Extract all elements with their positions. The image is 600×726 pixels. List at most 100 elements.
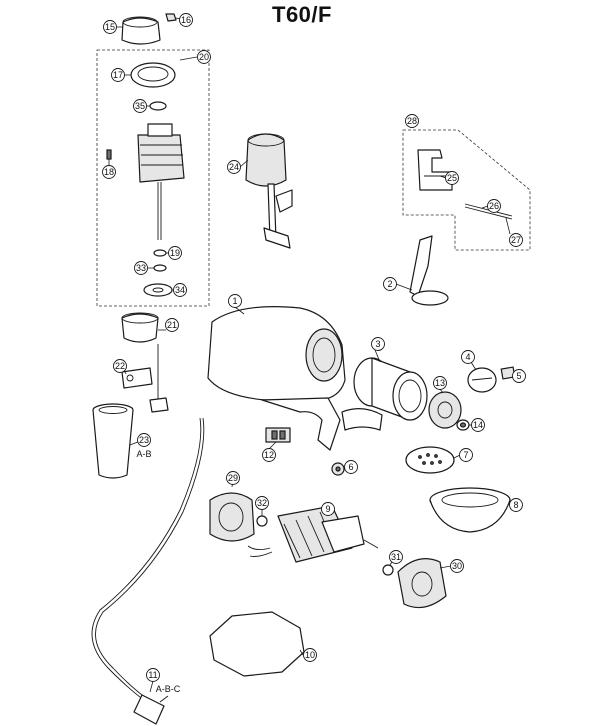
callout-21: 21 bbox=[165, 318, 179, 332]
callout-6: 6 bbox=[344, 460, 358, 474]
callout-14: 14 bbox=[471, 418, 485, 432]
svg-text:15: 15 bbox=[105, 22, 115, 32]
part-24-motor-bracket bbox=[245, 133, 293, 249]
callout-4: 4 bbox=[461, 350, 475, 364]
callout-22: 22 bbox=[113, 359, 127, 373]
part-21-cup-clamp bbox=[121, 312, 169, 413]
callout-32: 32 bbox=[255, 496, 269, 510]
part-18-pin bbox=[106, 149, 112, 160]
callout-10: 10 bbox=[303, 648, 317, 662]
part-32-washer bbox=[256, 515, 268, 527]
part-14-bearing bbox=[456, 419, 470, 431]
part-30-end-cap bbox=[397, 558, 447, 609]
svg-text:25: 25 bbox=[447, 173, 457, 183]
svg-text:29: 29 bbox=[228, 473, 238, 483]
callout-24: 24 bbox=[227, 160, 241, 174]
svg-text:27: 27 bbox=[511, 235, 521, 245]
page-title: T60/F bbox=[272, 2, 332, 27]
callout-20: 20 bbox=[197, 50, 211, 64]
svg-text:32: 32 bbox=[257, 498, 267, 508]
svg-text:28: 28 bbox=[407, 116, 417, 126]
svg-text:33: 33 bbox=[136, 263, 146, 273]
callout-27: 27 bbox=[509, 233, 523, 247]
part-2-lever bbox=[409, 235, 449, 306]
svg-text:18: 18 bbox=[104, 167, 114, 177]
svg-text:10: 10 bbox=[305, 650, 315, 660]
part-4-knob bbox=[467, 367, 497, 393]
callout-25: 25 bbox=[445, 171, 459, 185]
svg-text:34: 34 bbox=[175, 285, 185, 295]
part-19-nut bbox=[153, 249, 167, 257]
motor-assembly bbox=[137, 123, 185, 240]
callout-13: 13 bbox=[433, 376, 447, 390]
svg-text:26: 26 bbox=[489, 201, 499, 211]
callout-31: 31 bbox=[389, 550, 403, 564]
callout-11: 11 bbox=[146, 668, 160, 682]
part-34-disc bbox=[143, 283, 173, 297]
part-23-jug bbox=[92, 403, 134, 479]
svg-text:23: 23 bbox=[139, 435, 149, 445]
part-35-washer bbox=[149, 101, 167, 111]
part-8-bowl bbox=[429, 487, 511, 533]
svg-text:13: 13 bbox=[435, 378, 445, 388]
svg-text:20: 20 bbox=[199, 52, 209, 62]
part-9-electric-motor bbox=[247, 505, 379, 563]
part-11-power-cord bbox=[91, 417, 205, 725]
svg-text:17: 17 bbox=[113, 70, 123, 80]
part-13-pulley bbox=[428, 391, 462, 429]
callout-23: 23 bbox=[137, 433, 151, 447]
svg-text:12: 12 bbox=[264, 450, 274, 460]
callout-9: 9 bbox=[321, 502, 335, 516]
svg-text:6: 6 bbox=[348, 462, 353, 472]
svg-text:35: 35 bbox=[135, 101, 145, 111]
callout-11-variants: A-B-C bbox=[156, 684, 181, 694]
part-16-clip bbox=[165, 13, 177, 22]
callout-28: 28 bbox=[405, 114, 419, 128]
part-15-cap bbox=[121, 16, 161, 45]
part-10-gasket bbox=[209, 611, 305, 677]
svg-text:11: 11 bbox=[148, 670, 157, 680]
part-7-perforated-disc bbox=[405, 446, 455, 474]
callout-15: 15 bbox=[103, 20, 117, 34]
part-29-fan-guard bbox=[209, 492, 255, 542]
svg-text:24: 24 bbox=[229, 162, 239, 172]
callout-33: 33 bbox=[134, 261, 148, 275]
part-17-ring bbox=[130, 62, 176, 88]
part-31-washer bbox=[382, 564, 394, 576]
part-6-nut bbox=[331, 462, 345, 476]
svg-text:16: 16 bbox=[181, 15, 191, 25]
svg-text:21: 21 bbox=[167, 320, 177, 330]
callout-17: 17 bbox=[111, 68, 125, 82]
svg-text:5: 5 bbox=[516, 371, 521, 381]
svg-text:3: 3 bbox=[375, 339, 380, 349]
callout-1: 1 bbox=[228, 294, 242, 308]
svg-text:4: 4 bbox=[465, 352, 470, 362]
svg-text:8: 8 bbox=[513, 500, 518, 510]
svg-text:9: 9 bbox=[325, 504, 330, 514]
part-1-housing bbox=[207, 306, 383, 451]
callout-16: 16 bbox=[179, 13, 193, 27]
assembly-group-28-box bbox=[402, 129, 531, 251]
assembly-group-20-box bbox=[96, 49, 210, 307]
callout-35: 35 bbox=[133, 99, 147, 113]
svg-text:31: 31 bbox=[391, 552, 401, 562]
svg-text:7: 7 bbox=[463, 450, 468, 460]
part-22-key-plate bbox=[121, 367, 153, 389]
svg-text:1: 1 bbox=[232, 296, 237, 306]
callout-29: 29 bbox=[226, 471, 240, 485]
callout-7: 7 bbox=[459, 448, 473, 462]
callout-12: 12 bbox=[262, 448, 276, 462]
callout-2: 2 bbox=[383, 277, 397, 291]
part-33-washer bbox=[153, 264, 167, 272]
callout-5: 5 bbox=[512, 369, 526, 383]
callout-34: 34 bbox=[173, 283, 187, 297]
svg-text:22: 22 bbox=[115, 361, 125, 371]
callout-8: 8 bbox=[509, 498, 523, 512]
callout-23-variants: A-B bbox=[136, 449, 151, 459]
part-3-cover bbox=[353, 357, 428, 421]
part-12-switch bbox=[265, 427, 291, 443]
callout-18: 18 bbox=[102, 165, 116, 179]
svg-text:19: 19 bbox=[170, 248, 180, 258]
callout-26: 26 bbox=[487, 199, 501, 213]
